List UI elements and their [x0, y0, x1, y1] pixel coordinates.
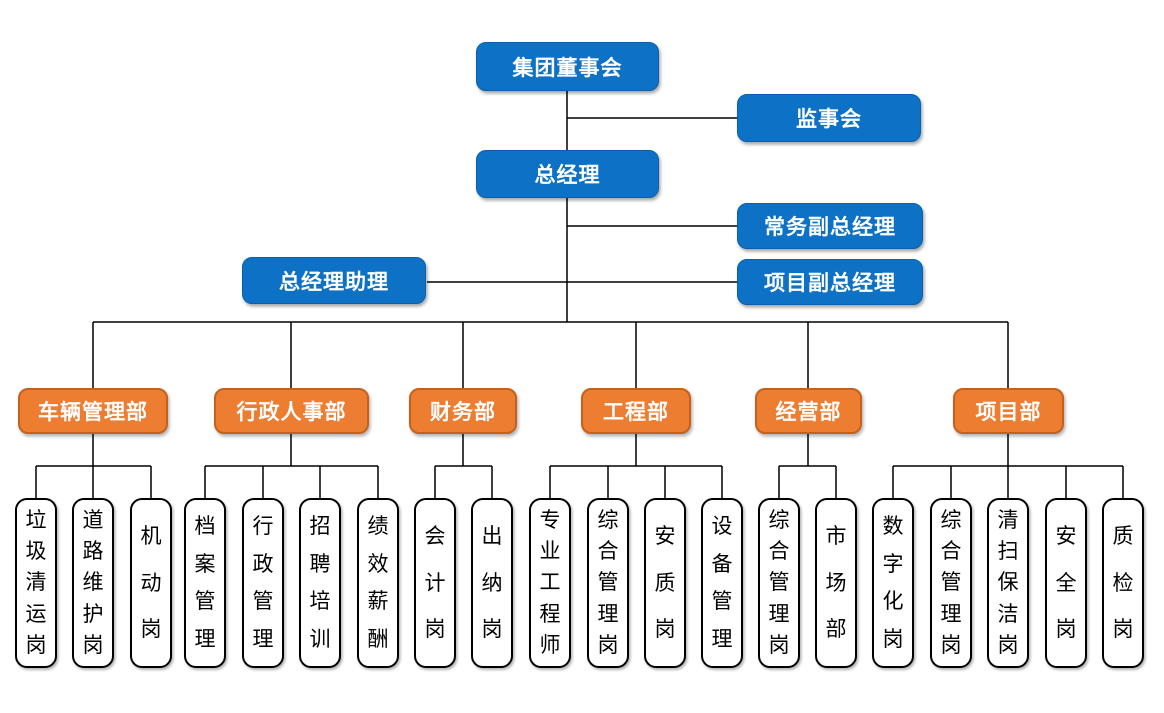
node-general-manager: 总经理: [476, 150, 659, 198]
node-executive-deputy-general-manager: 常务副总经理: [737, 203, 923, 249]
position-node-cleaning: 清扫保洁岗: [987, 498, 1029, 668]
node-supervisory-board: 监事会: [737, 94, 921, 142]
position-node-market: 市场部: [815, 498, 857, 668]
position-node-digitalization: 数字化岗: [872, 498, 914, 668]
position-node-general-mgmt-ops: 综合管理岗: [758, 498, 800, 668]
position-node-general-mgmt-proj: 综合管理岗: [930, 498, 972, 668]
position-node-general-mgmt-eng: 综合管理岗: [587, 498, 629, 668]
node-group-board-of-directors: 集团董事会: [476, 42, 659, 91]
position-node-safety-quality: 安质岗: [644, 498, 686, 668]
node-project-deputy-general-manager: 项目副总经理: [737, 259, 923, 305]
dept-engineering: 工程部: [581, 388, 691, 434]
position-node-quality-inspection: 质检岗: [1102, 498, 1144, 668]
position-node-mobile: 机动岗: [130, 498, 172, 668]
position-node-archives: 档案管理: [184, 498, 226, 668]
position-node-administration: 行政管理: [242, 498, 284, 668]
dept-operations: 经营部: [755, 388, 862, 434]
position-node-safety: 安全岗: [1045, 498, 1087, 668]
connector-path: [35, 91, 1124, 498]
dept-project: 项目部: [953, 388, 1064, 434]
position-node-cashier: 出纳岗: [471, 498, 513, 668]
position-node-recruit-training: 招聘培训: [299, 498, 341, 668]
position-node-road-maintenance: 道路维护岗: [72, 498, 114, 668]
position-node-accounting: 会计岗: [414, 498, 456, 668]
position-node-performance-pay: 绩效薪酬: [357, 498, 399, 668]
position-node-garbage-collection: 垃圾清运岗: [15, 498, 57, 668]
dept-finance: 财务部: [409, 388, 517, 434]
node-general-manager-assistant: 总经理助理: [242, 257, 426, 304]
dept-admin-hr: 行政人事部: [214, 388, 369, 434]
position-node-equipment-mgmt: 设备管理: [701, 498, 743, 668]
position-node-professional-engineer: 专业工程师: [529, 498, 571, 668]
dept-vehicle-management: 车辆管理部: [18, 388, 168, 434]
